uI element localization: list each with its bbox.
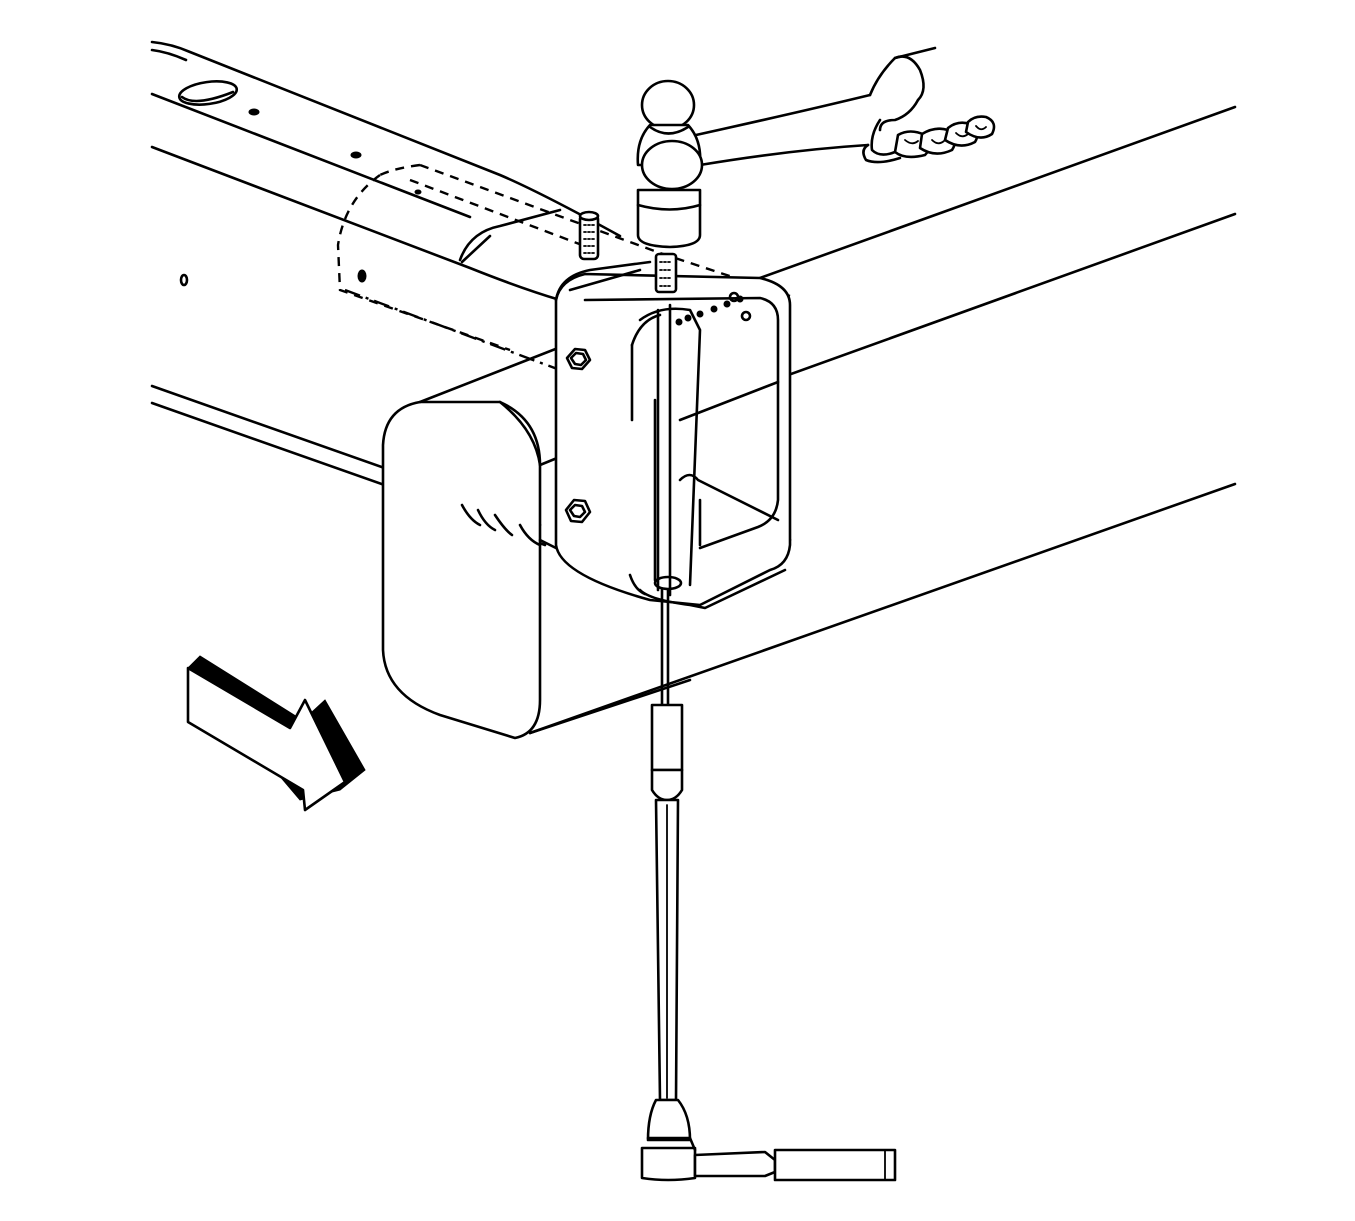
crossmember-top-edge: [758, 105, 1237, 280]
bracket-vertical-plate: [554, 272, 792, 607]
ratchet-handle: [640, 1136, 897, 1182]
crossmember-bottom-edge: [528, 482, 1237, 735]
rail-hole: [357, 269, 367, 283]
hammer-ball-peen: [640, 79, 696, 131]
rail-access-hole: [177, 80, 239, 106]
hand-finger: [964, 115, 996, 139]
rail-hole: [248, 108, 260, 116]
socket: [650, 703, 684, 772]
rail-hole: [179, 273, 189, 287]
frame-rail-top-edge: [150, 40, 622, 238]
frame-rail-flange-edge: [150, 92, 472, 219]
hammer: [636, 79, 872, 249]
hex-nut: [564, 498, 592, 524]
direction-arrow: [186, 655, 366, 812]
hammer-handle: [694, 93, 872, 137]
rivet-row: [675, 291, 752, 326]
rivet-pin: [578, 210, 600, 261]
hand: [862, 46, 996, 164]
hex-nut: [565, 347, 592, 371]
socket-extension: [646, 588, 692, 1142]
ratchet-head: [640, 1146, 697, 1182]
rivet-pin: [654, 252, 678, 294]
frame-rail-web-edge: [150, 145, 562, 302]
ratchet-grip: [773, 1148, 897, 1182]
hammer-face: [636, 188, 702, 249]
bracket-end-plate: [381, 400, 542, 740]
rail-hole: [350, 151, 362, 159]
crossmember-bracket: [381, 208, 792, 740]
